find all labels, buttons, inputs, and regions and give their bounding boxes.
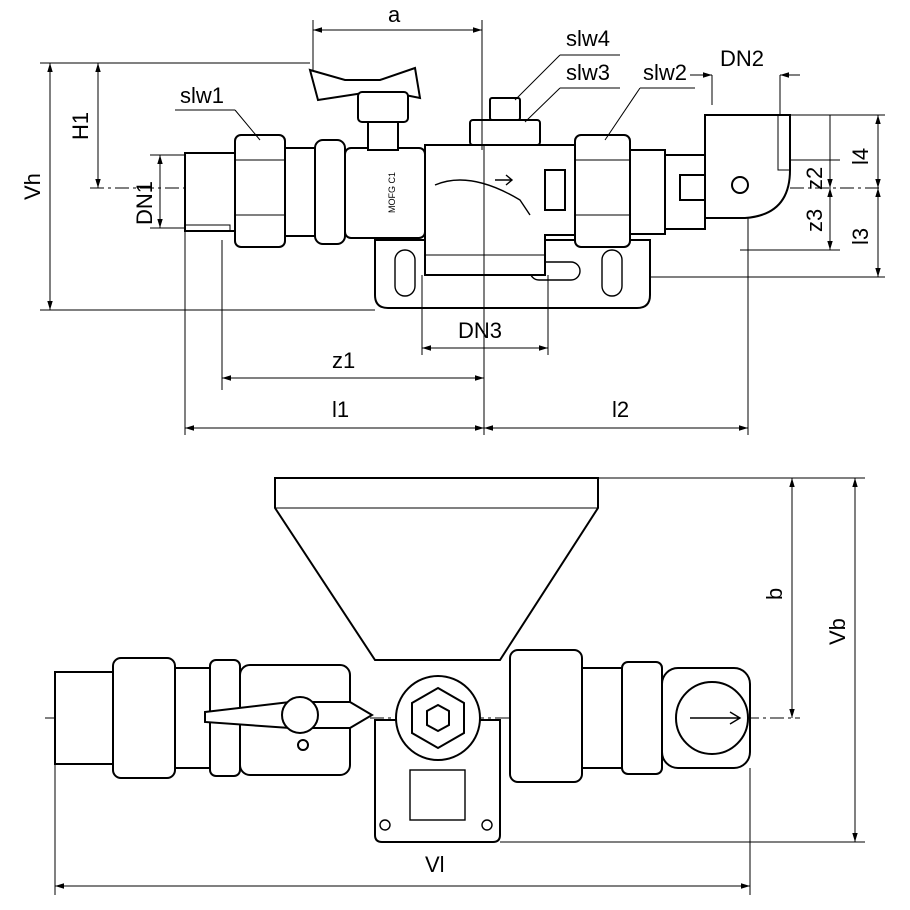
label-vl: Vl (425, 852, 445, 877)
union-nut-top (112, 657, 176, 779)
base-slot (409, 769, 466, 821)
outlet-pipe (629, 149, 666, 235)
fitting-slw4 (489, 97, 521, 121)
union-nut-top-right (509, 649, 583, 783)
label-l2: l2 (612, 397, 629, 422)
plate-slot (394, 249, 416, 297)
union-nut (314, 139, 346, 245)
union-nut-slw1 (234, 134, 286, 248)
label-slw1: slw1 (180, 83, 224, 108)
label-a: a (388, 2, 401, 27)
top-view: b Vb Vl (45, 477, 865, 895)
mounting-bracket (274, 477, 599, 661)
strainer-cover (434, 179, 531, 216)
inlet-pipe (184, 152, 236, 232)
label-z2: z2 (802, 167, 827, 190)
union-body (284, 147, 316, 237)
valve-marking: MOFG C1 (387, 172, 397, 213)
label-z3: z3 (802, 209, 827, 232)
label-dn1: DN1 (132, 181, 157, 225)
label-dn2: DN2 (720, 46, 764, 71)
label-dn3: DN3 (458, 318, 502, 343)
label-slw4: slw4 (566, 26, 610, 51)
bracket-base (374, 719, 501, 843)
flow-arrow-icon (495, 174, 514, 186)
fitting-screw (731, 176, 749, 194)
drain-plug (679, 174, 706, 201)
label-l1: l1 (332, 397, 349, 422)
plate-slot (601, 249, 623, 297)
label-h1: H1 (68, 112, 93, 140)
inlet-pipe-top (54, 671, 114, 765)
valve-stem (367, 121, 399, 151)
label-b: b (762, 588, 787, 600)
label-vh: Vh (20, 173, 45, 200)
elbow-fitting (704, 114, 791, 219)
label-slw3: slw3 (566, 60, 610, 85)
label-z1: z1 (332, 348, 355, 373)
side-view: MOFG C1 a slw4 slw3 slw1 slw2 (20, 2, 885, 435)
handle-hub (357, 91, 409, 123)
label-l3: l3 (848, 228, 873, 245)
label-slw2: slw2 (643, 60, 687, 85)
strainer-port (544, 169, 566, 211)
label-vb: Vb (825, 618, 850, 645)
ball-valve-body (344, 147, 426, 239)
union-nut-slw2 (574, 134, 631, 248)
fitting-slw3 (469, 119, 541, 146)
label-l4: l4 (848, 148, 873, 165)
